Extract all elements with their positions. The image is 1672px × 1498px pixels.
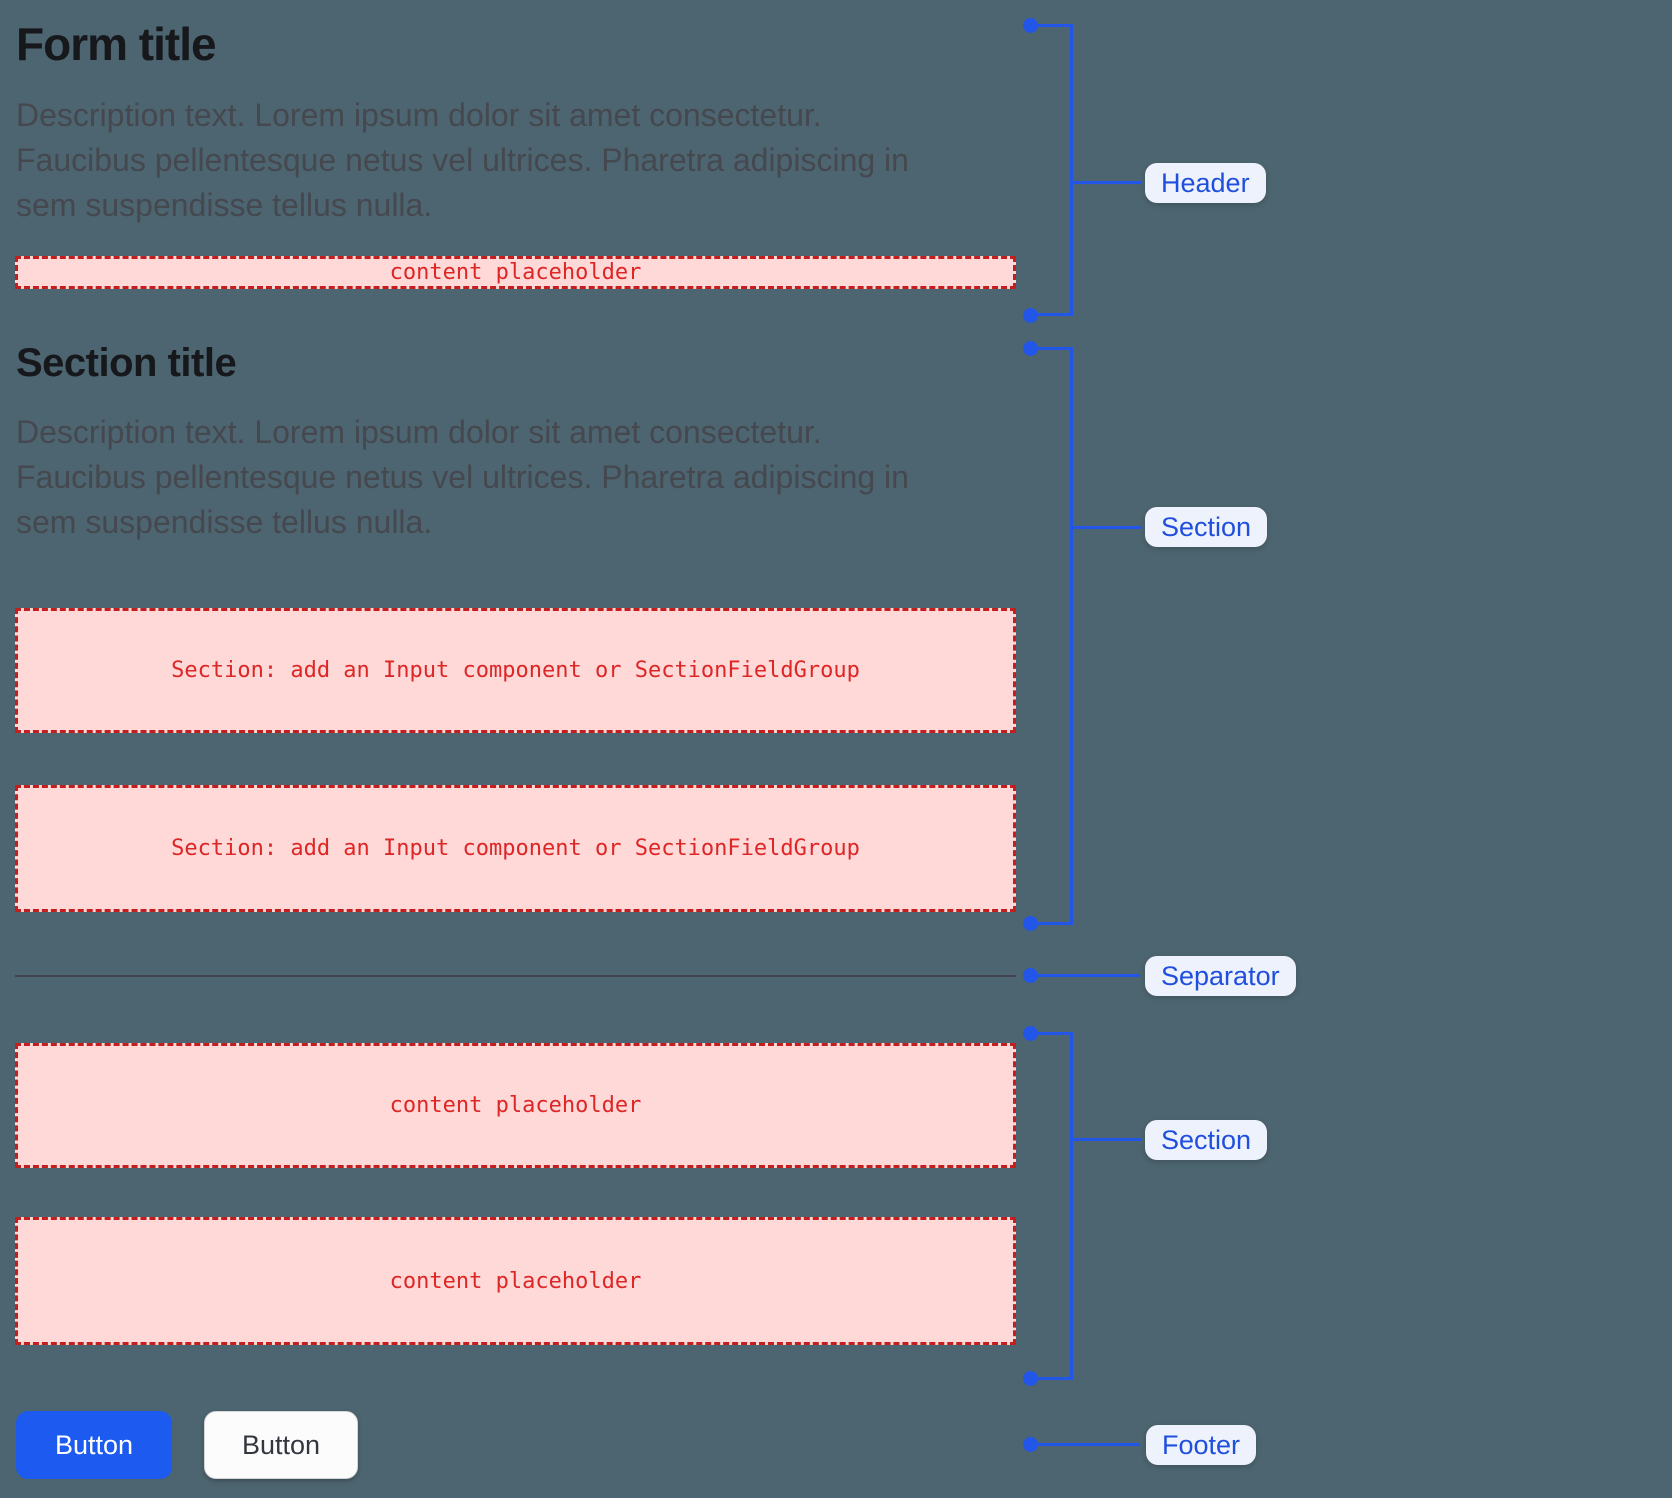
section-title: Section title bbox=[16, 341, 237, 385]
section-field-placeholder: Section: add an Input component or Secti… bbox=[15, 785, 1016, 912]
separator-dot bbox=[1023, 968, 1038, 983]
header-content-placeholder: content placeholder bbox=[15, 256, 1016, 289]
section-bracket bbox=[1030, 347, 1073, 925]
bracket-dot bbox=[1023, 18, 1038, 33]
separator-line bbox=[15, 975, 1016, 977]
bracket-dot bbox=[1023, 916, 1038, 931]
bracket-dot bbox=[1023, 1371, 1038, 1386]
bracket-dot bbox=[1023, 1026, 1038, 1041]
form-description: Description text. Lorem ipsum dolor sit … bbox=[16, 93, 976, 228]
footer-dot bbox=[1023, 1437, 1038, 1452]
description-line: Description text. Lorem ipsum dolor sit … bbox=[16, 97, 822, 133]
header-annotation-label: Header bbox=[1145, 163, 1266, 203]
description-line: Description text. Lorem ipsum dolor sit … bbox=[16, 414, 822, 450]
bracket-dot bbox=[1023, 341, 1038, 356]
content-placeholder: content placeholder bbox=[15, 1043, 1016, 1168]
section-connector-line bbox=[1073, 1138, 1141, 1141]
section-annotation-label: Section bbox=[1145, 507, 1268, 547]
description-line: sem suspendisse tellus nulla. bbox=[16, 504, 433, 540]
description-line: Faucibus pellentesque netus vel ultrices… bbox=[16, 142, 909, 178]
footer-annotation-label: Footer bbox=[1146, 1425, 1257, 1465]
section-annotation-label: Section bbox=[1145, 1120, 1268, 1160]
footer-connector-line bbox=[1034, 1443, 1140, 1446]
description-line: sem suspendisse tellus nulla. bbox=[16, 187, 433, 223]
section-connector-line bbox=[1073, 526, 1141, 529]
bracket-dot bbox=[1023, 308, 1038, 323]
form-title: Form title bbox=[16, 18, 217, 70]
header-connector-line bbox=[1073, 181, 1141, 184]
separator-connector-line bbox=[1034, 974, 1140, 977]
footer-secondary-button[interactable]: Button bbox=[204, 1411, 358, 1479]
section-bracket bbox=[1030, 1032, 1073, 1380]
content-placeholder: content placeholder bbox=[15, 1217, 1016, 1345]
description-line: Faucibus pellentesque netus vel ultrices… bbox=[16, 459, 909, 495]
separator-annotation-label: Separator bbox=[1145, 956, 1296, 996]
section-field-placeholder: Section: add an Input component or Secti… bbox=[15, 608, 1016, 733]
header-bracket bbox=[1030, 24, 1073, 316]
section-description: Description text. Lorem ipsum dolor sit … bbox=[16, 410, 976, 545]
footer-primary-button[interactable]: Button bbox=[16, 1411, 172, 1479]
